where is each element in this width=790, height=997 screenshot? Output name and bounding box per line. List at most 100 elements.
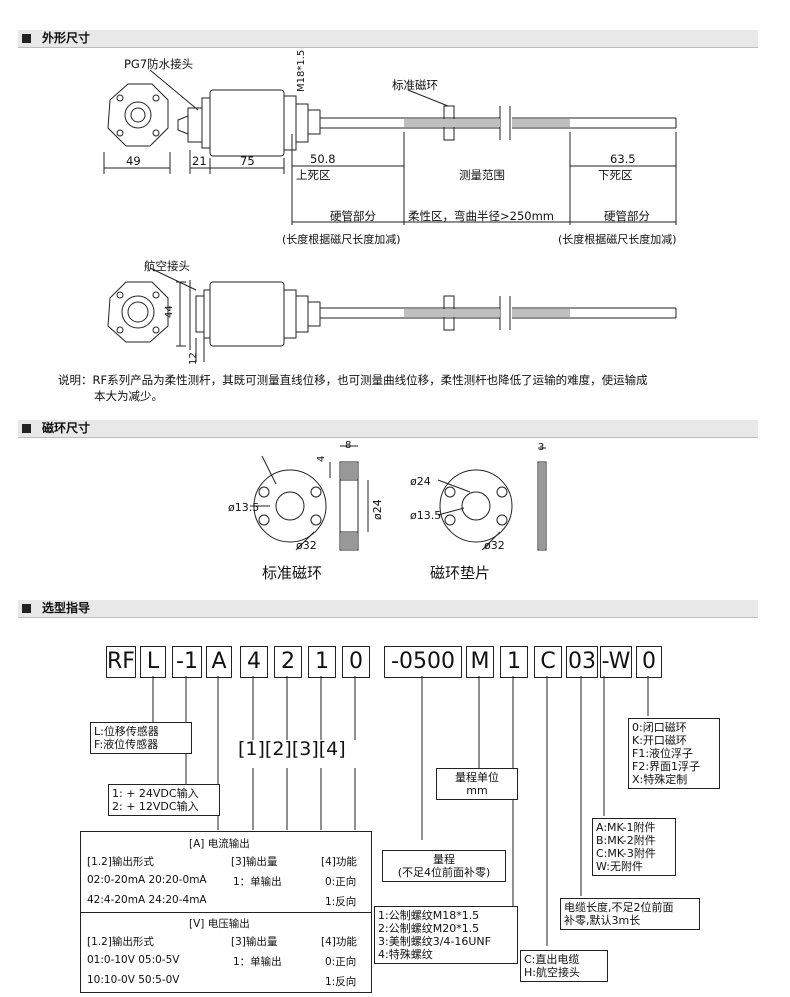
type-l: L:位移传感器 [94,725,159,738]
section-title: 选型指导 [42,601,91,615]
flex-zone: 柔性区，弯曲半径>250mm [408,209,554,223]
cable-line-2: 补零,默认3m长 [564,914,641,927]
ring-dim-24: ø24 [371,499,384,520]
att-w: W:无附件 [596,860,643,873]
note-line-2: 本大为减少。 [94,389,163,403]
power-box: 1: + 24VDC输入 2: + 12VDC输入 [108,784,220,816]
table-a-r1c3: 0:正向 [325,876,357,888]
code-4: 4 [240,646,268,678]
std-ring-label: 标准磁环 [392,78,438,92]
ring-drawing [250,445,547,551]
aviation-label: 航空接头 [144,259,190,273]
section-bar-ring: 磁环尺寸 [18,420,758,438]
table-a-h2: [3]输出量 [231,856,278,868]
table-divider [81,912,371,913]
ring-dim-32: ø32 [296,539,317,552]
code-1: -1 [172,646,202,678]
conn-c: C:直出电缆 [524,953,580,966]
table-v-h2: [3]输出量 [231,936,278,948]
output-table: [A] 电流输出 [1.2]输出形式 [3]输出量 [4]功能 02:0-20m… [80,831,372,993]
code-w: -W [600,646,632,678]
pad-dim-13-5: ø13.5 [410,509,442,522]
att-a: A:MK-1附件 [596,821,656,834]
attachment-box: A:MK-1附件 B:MK-2附件 C:MK-3附件 W:无附件 [592,818,676,876]
conn-h: H:航空接头 [524,966,580,979]
thread-4: 4:特殊螺纹 [378,948,433,961]
dim-63-5: 63.5 [610,152,636,166]
pad-dim-32: ø32 [484,539,505,552]
power-24v: 1: + 24VDC输入 [112,787,199,800]
magnet-box: 0:闭口磁环 K:开口磁环 F1:液位浮子 F2:界面1浮子 X:特殊定制 [628,718,720,789]
table-v-title: [V] 电压输出 [189,918,250,930]
ring-dim-13-5: ø13.5 [228,501,260,514]
table-v-r2c1: 10:10-0V 50:5-0V [87,974,180,986]
cable-box: 电缆长度,不足2位前面 补零,默认3m长 [560,898,700,930]
hard-pipe-right: 硬管部分 [604,209,650,223]
ring-dim-4: 4 [316,455,327,462]
code-a: A [206,646,232,678]
mag-f2: F2:界面1浮子 [632,760,701,773]
dim-50-8: 50.8 [310,152,336,166]
power-12v: 2: + 12VDC输入 [112,800,199,813]
unit-title: 量程单位 [455,771,499,784]
hex-head-top [107,83,169,147]
section-bar-selection: 选型指导 [18,600,758,618]
bracket-indices: [1][2][3][4] [238,738,346,760]
m18-label: M18*1.5 [296,49,307,92]
table-v-r1c2: 1：单输出 [233,956,282,968]
code-c: C [534,646,562,678]
code-03: 03 [566,646,598,678]
dim-75: 75 [240,154,255,168]
mag-x: X:特殊定制 [632,773,688,786]
mag-f1: F1:液位浮子 [632,747,694,760]
range-note: (不足4位前面补零) [397,866,491,879]
code-0: 0 [342,646,370,678]
thread-3: 3:美制螺纹3/4-16UNF [378,935,491,948]
pad-dim-3: 3 [538,442,545,453]
table-a-r1c1: 02:0-20mA 20:20-0mA [87,874,207,886]
ring-dim-8: 8 [345,440,352,451]
type-box: L:位移传感器 F:液位传感器 [90,722,192,754]
note-line-1: 说明：RF系列产品为柔性测杆，其既可测量直线位移，也可测量曲线位移，柔性测杆也降… [58,373,648,387]
table-v-h1: [1.2]输出形式 [87,936,154,948]
pad-inner [461,491,491,521]
connector-box: C:直出电缆 H:航空接头 [520,950,608,982]
dim-44: 44 [164,305,175,318]
std-ring-caption: 标准磁环 [262,564,323,582]
bullet-square-icon [22,424,31,433]
mag-k: K:开口磁环 [632,734,687,747]
att-b: B:MK-2附件 [596,834,656,847]
code-m: M [466,646,494,678]
measure-range: 测量范围 [459,168,505,182]
section-title: 磁环尺寸 [42,421,91,435]
cable-line-1: 电缆长度,不足2位前面 [564,901,674,914]
table-v-r1c3: 0:正向 [325,956,357,968]
range-title: 量程 [433,853,455,866]
table-a-h3: [4]功能 [321,856,357,868]
pad-dim-24: ø24 [410,475,431,488]
dim-21: 21 [192,154,207,168]
table-a-title: [A] 电流输出 [189,838,250,850]
att-c: C:MK-3附件 [596,847,656,860]
mag-0: 0:闭口磁环 [632,721,687,734]
unit-mm: mm [466,784,488,797]
table-v-r1c1: 01:0-10V 05:0-5V [87,954,180,966]
bottom-dead-zone: 下死区 [598,168,633,182]
code-0500: -0500 [384,646,462,678]
code-0b: 0 [636,646,662,678]
top-dead-zone: 上死区 [296,168,331,182]
code-1c: 1 [500,646,528,678]
code-2: 2 [274,646,302,678]
section-bar-outline: 外形尺寸 [18,30,758,48]
pg7-label: PG7防水接头 [124,57,194,71]
pad-outer [439,469,513,543]
dim-49: 49 [126,154,141,168]
dim-12: 12 [188,352,199,365]
table-a-r1c2: 1：单输出 [233,876,282,888]
table-v-r2c3: 1:反向 [325,976,357,988]
code-1b: 1 [308,646,336,678]
table-v-h3: [4]功能 [321,936,357,948]
range-box: 量程 (不足4位前面补零) [382,850,506,882]
table-a-h1: [1.2]输出形式 [87,856,154,868]
length-note-left: (长度根据磁尺长度加减) [282,233,401,246]
